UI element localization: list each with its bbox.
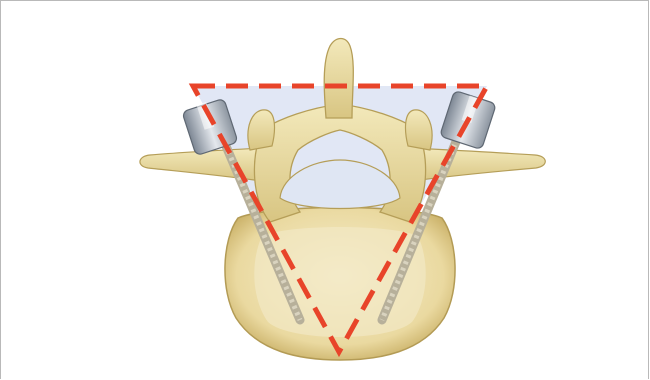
spinous-process	[324, 39, 353, 119]
